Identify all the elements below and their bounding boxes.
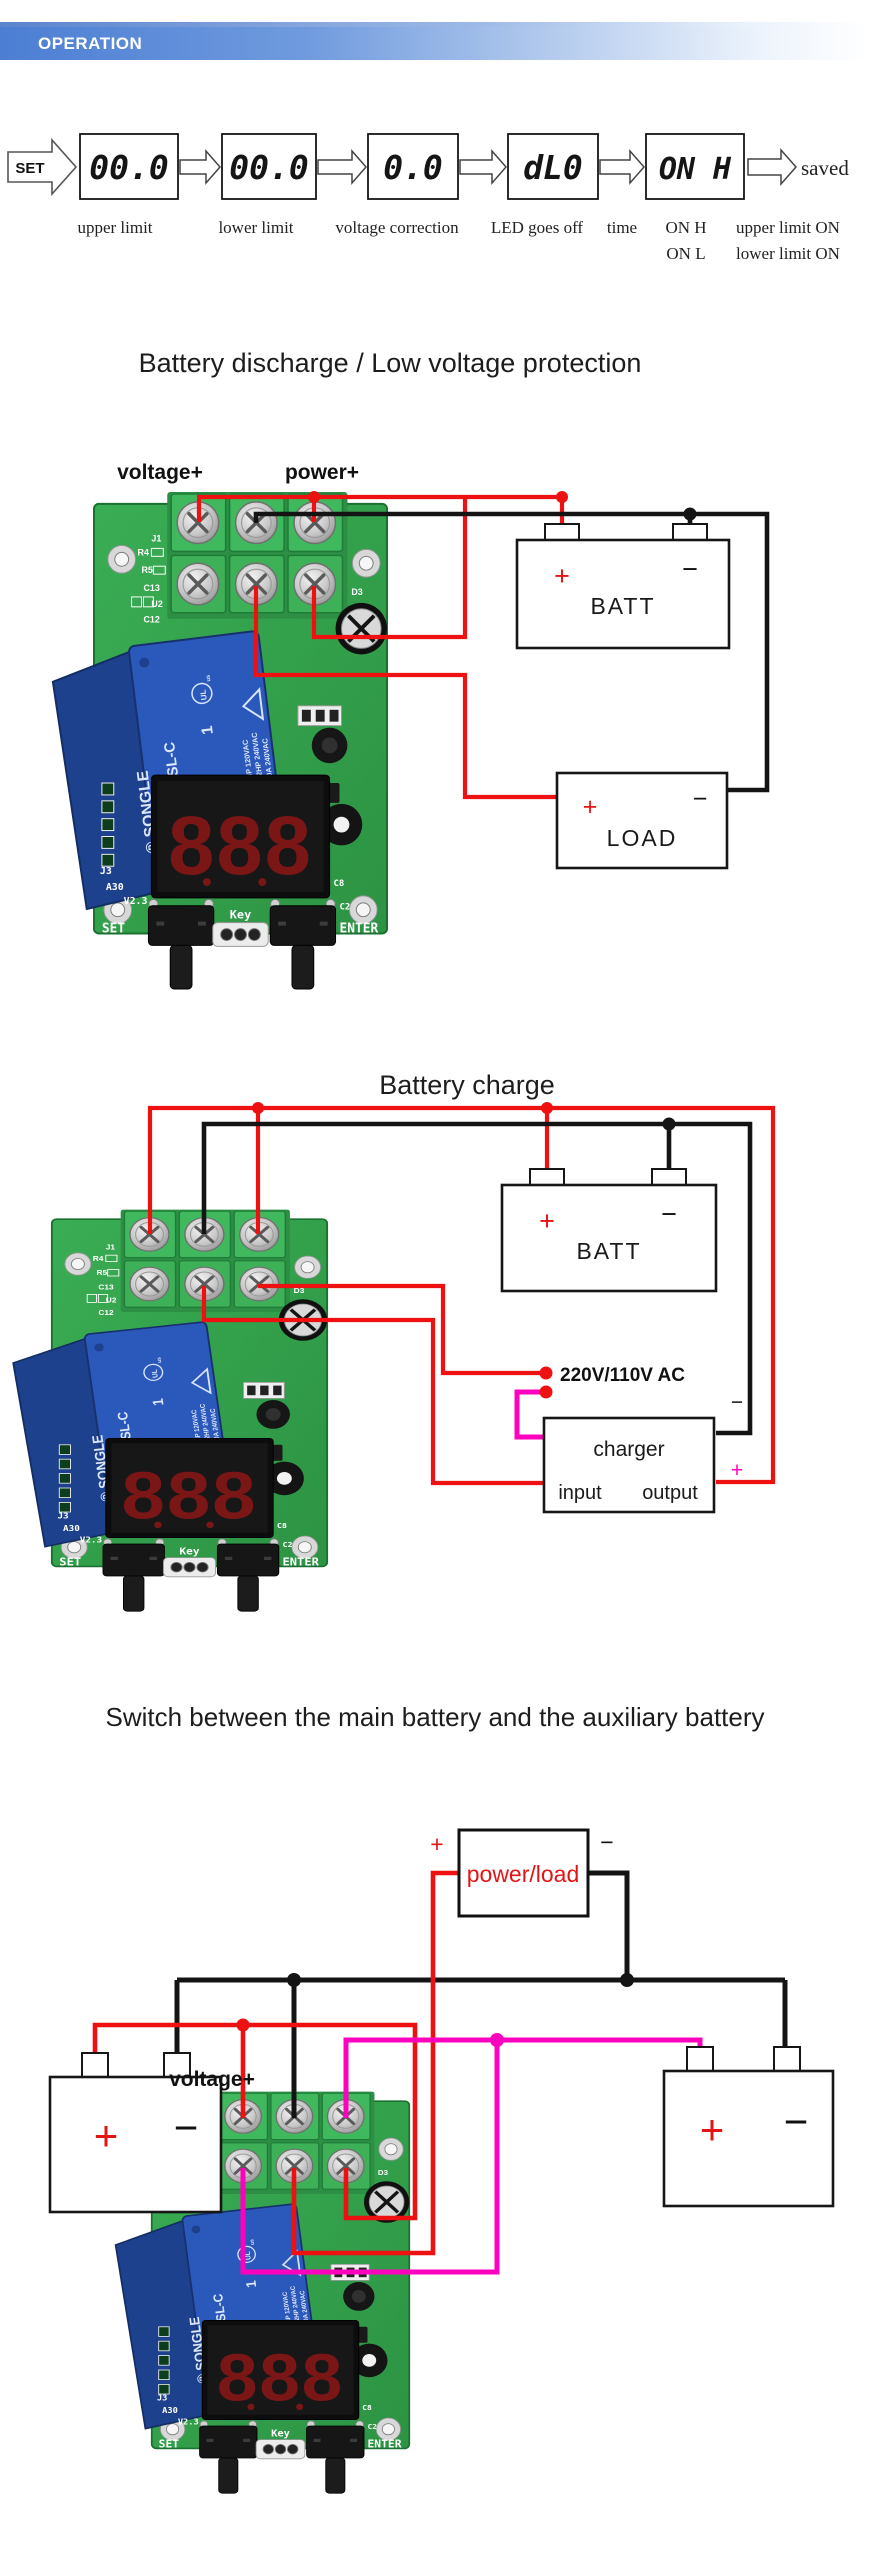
junction-dot bbox=[541, 1102, 553, 1114]
wires-section-2 bbox=[147, 1102, 776, 1486]
flow-arrow-4 bbox=[599, 149, 645, 185]
batt-node-2: + − BATT bbox=[500, 1168, 718, 1293]
load-label: LOAD bbox=[607, 825, 678, 851]
section-battery-discharge: Battery discharge / Low voltage protecti… bbox=[50, 348, 770, 989]
junction-dot bbox=[556, 491, 568, 503]
charge-title: Battery charge bbox=[379, 1070, 555, 1100]
flow-display-2: 00.0 bbox=[229, 148, 308, 187]
section-battery-charge: Battery charge 220V/110V AC bbox=[10, 1070, 776, 1612]
junction-dot bbox=[683, 507, 697, 521]
wires-section-1 bbox=[196, 491, 770, 800]
ac-voltage-label: 220V/110V AC bbox=[560, 1365, 685, 1386]
voltage-plus-label-3: voltage+ bbox=[169, 2068, 255, 2091]
power-load-label: power/load bbox=[467, 1861, 580, 1887]
flow-arrow-3 bbox=[459, 149, 507, 185]
flow-box-2 bbox=[221, 133, 317, 200]
charger-output-label: output bbox=[642, 1482, 698, 1504]
load-minus: − bbox=[693, 785, 708, 813]
power-load-node: power/load + − bbox=[430, 1828, 614, 1918]
flow-display-4: dL0 bbox=[523, 148, 583, 187]
charger-label: charger bbox=[593, 1438, 664, 1461]
batt-minus: − bbox=[682, 554, 698, 584]
wires-section-3 bbox=[92, 1870, 788, 2275]
junction-dot bbox=[662, 1117, 676, 1131]
batt-plus: + bbox=[554, 561, 570, 591]
set-label: SET bbox=[15, 160, 44, 177]
pcb-instance-2 bbox=[10, 1210, 327, 1612]
main-batt-plus: + bbox=[94, 2112, 119, 2159]
flow-arrow-2 bbox=[317, 149, 367, 185]
junction-dot bbox=[252, 1102, 264, 1114]
flow-label-lower-limit: lower limit bbox=[218, 218, 293, 237]
discharge-title: Battery discharge / Low voltage protecti… bbox=[139, 348, 642, 378]
flow-label-voltage-correction: voltage correction bbox=[335, 218, 459, 237]
batt-label: BATT bbox=[590, 593, 655, 619]
section-battery-switch: Switch between the main battery and the … bbox=[48, 1702, 835, 2493]
voltage-plus-label-1: voltage+ bbox=[117, 461, 203, 484]
flow-box-3 bbox=[367, 133, 459, 200]
junction-dot bbox=[620, 1973, 634, 1987]
flow-arrow-1 bbox=[179, 149, 221, 185]
junction-dot bbox=[490, 2033, 504, 2047]
main-batt-minus: − bbox=[174, 2104, 199, 2151]
flow-display-3: 0.0 bbox=[383, 148, 443, 187]
flow-label-led-goes-off: LED goes off bbox=[491, 218, 584, 237]
saved-label: saved bbox=[801, 156, 849, 180]
charger-output-plus: + bbox=[731, 1459, 743, 1482]
flow-label-lower-limit-on: lower limit ON bbox=[736, 244, 840, 263]
power-load-minus: − bbox=[600, 1829, 613, 1855]
charger-input-label: input bbox=[558, 1482, 602, 1504]
operation-flow-diagram: SET 00.0 00.0 0.0 dL0 ON H saved upper l… bbox=[7, 133, 849, 263]
junction-dot bbox=[308, 491, 320, 503]
flow-box-1 bbox=[79, 133, 179, 200]
flow-box-5 bbox=[645, 133, 745, 200]
flow-arrow-saved bbox=[747, 148, 798, 186]
batt-minus: − bbox=[661, 1199, 677, 1229]
batt-node-1: + − BATT bbox=[515, 523, 731, 650]
flow-label-upper-limit: upper limit bbox=[77, 218, 152, 237]
aux-batt-minus: − bbox=[784, 2098, 809, 2145]
batt-label: BATT bbox=[576, 1238, 641, 1264]
set-start-arrow bbox=[7, 137, 78, 197]
banner-title: OPERATION bbox=[38, 34, 143, 53]
flow-display-5: ON H bbox=[659, 152, 732, 187]
power-plus-label-1: power+ bbox=[285, 461, 359, 484]
batt-plus: + bbox=[539, 1206, 555, 1236]
aux-battery-node: + − bbox=[662, 2046, 835, 2208]
load-node-1: + − LOAD bbox=[555, 771, 729, 870]
load-plus: + bbox=[583, 793, 598, 821]
ac-terminal-dot-2 bbox=[539, 1385, 553, 1399]
ac-terminal-dot-1 bbox=[539, 1366, 553, 1380]
flow-label-time: time bbox=[607, 218, 637, 237]
junction-dot bbox=[287, 1973, 301, 1987]
flow-display-1: 00.0 bbox=[89, 148, 168, 187]
banner-bar: OPERATION bbox=[0, 27, 870, 60]
junction-dot bbox=[236, 2018, 250, 2032]
aux-batt-plus: + bbox=[700, 2106, 725, 2153]
flow-label-upper-limit-on: upper limit ON bbox=[736, 218, 840, 237]
power-load-plus: + bbox=[430, 1831, 443, 1857]
flow-box-4 bbox=[507, 133, 599, 200]
banner-top-strip bbox=[0, 22, 870, 27]
charger-output-minus: − bbox=[731, 1391, 743, 1414]
flow-label-on-l: ON L bbox=[666, 244, 705, 263]
main-battery-node: + − bbox=[48, 2052, 223, 2214]
switch-title: Switch between the main battery and the … bbox=[105, 1702, 764, 1732]
flow-label-on-h: ON H bbox=[665, 218, 706, 237]
operation-banner: OPERATION bbox=[0, 22, 870, 60]
pcb-instance-1 bbox=[50, 492, 387, 989]
charger-node: charger input output − + bbox=[542, 1391, 743, 1514]
